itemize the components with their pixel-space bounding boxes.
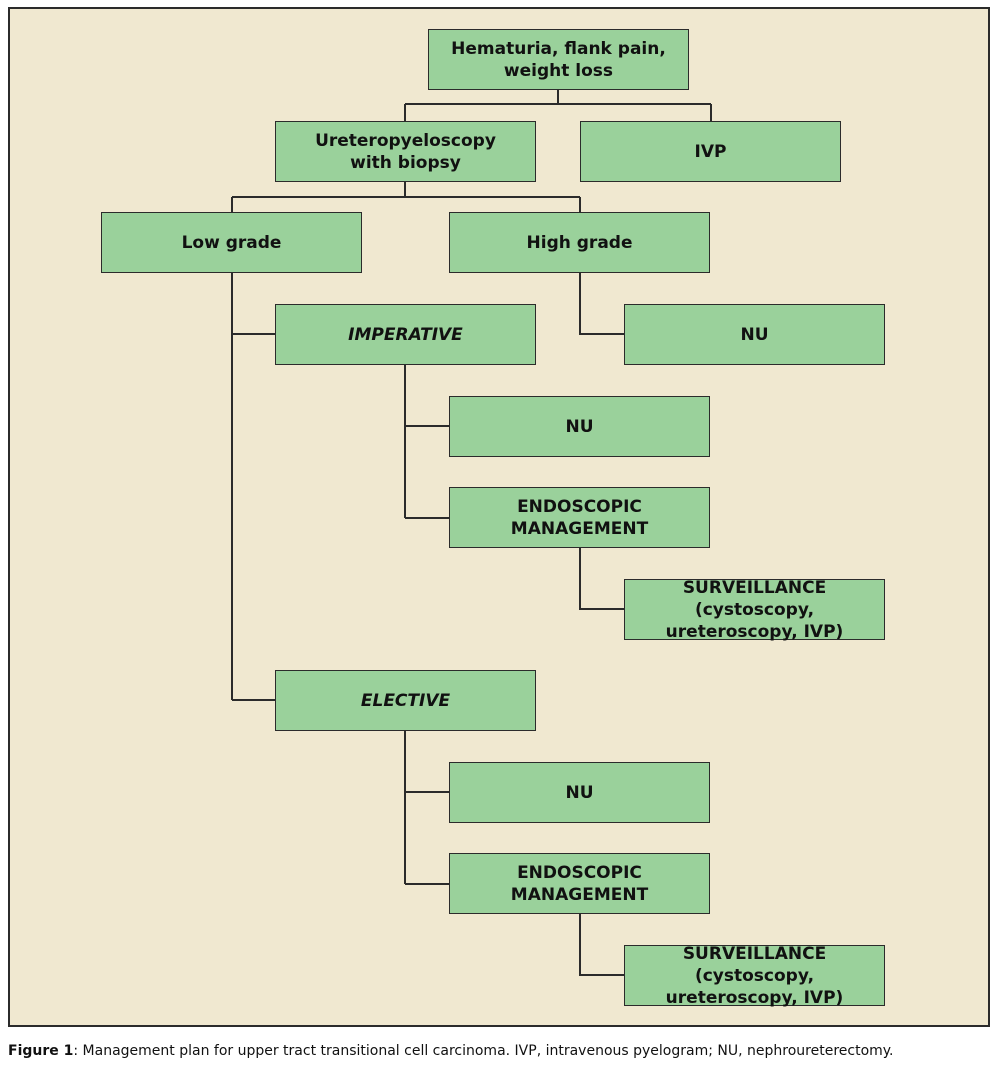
connector-elective-branches bbox=[404, 731, 449, 885]
node-imperative-surveillance: SURVEILLANCE (cystoscopy, ureteroscopy, … bbox=[624, 578, 885, 642]
node-high-grade: High grade bbox=[449, 212, 710, 273]
figure-caption-text: : Management plan for upper tract transi… bbox=[73, 1043, 894, 1059]
figure-caption: Figure 1: Management plan for upper trac… bbox=[8, 1043, 992, 1059]
node-symptoms: Hematuria, flank pain, weight loss bbox=[428, 29, 689, 90]
connector-root-split bbox=[404, 90, 712, 121]
node-ivp: IVP bbox=[580, 121, 841, 182]
node-imperative: IMPERATIVE bbox=[275, 304, 536, 365]
figure-label: Figure 1 bbox=[8, 1043, 74, 1059]
node-elective-nu: NU bbox=[449, 762, 710, 823]
node-imperative-nu: NU bbox=[449, 396, 710, 457]
node-high-grade-nu: NU bbox=[624, 304, 885, 365]
node-low-grade: Low grade bbox=[101, 212, 362, 273]
node-elective: ELECTIVE bbox=[275, 670, 536, 731]
node-imperative-endoscopic: ENDOSCOPIC MANAGEMENT bbox=[449, 487, 710, 548]
node-elective-surveillance: SURVEILLANCE (cystoscopy, ureteroscopy, … bbox=[624, 944, 885, 1008]
connector-high-nu bbox=[579, 273, 624, 335]
connector-grade-split bbox=[231, 182, 581, 212]
node-ureteropyeloscopy: Ureteropyeloscopy with biopsy bbox=[275, 121, 536, 182]
connector-imperative-surveillance bbox=[579, 548, 624, 610]
node-elective-endoscopic: ENDOSCOPIC MANAGEMENT bbox=[449, 853, 710, 914]
connector-low-trunk bbox=[231, 273, 275, 701]
connector-elective-surveillance bbox=[579, 914, 624, 976]
connector-imperative-branches bbox=[404, 365, 449, 519]
